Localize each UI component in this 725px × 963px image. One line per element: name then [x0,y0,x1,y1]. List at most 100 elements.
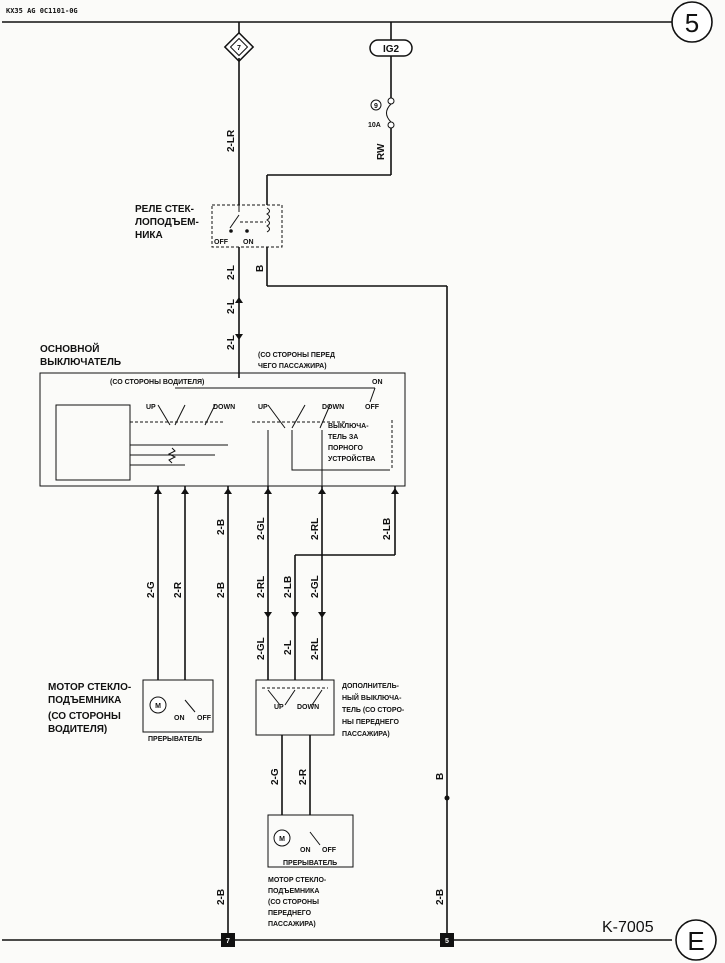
splice-point [444,795,450,801]
pass-motor-label-4: ПЕРЕДНЕГО [268,910,312,917]
sheet-number-top: 5 [685,8,699,38]
header-code: KX35 AG 0C1101-0G [6,7,78,15]
connector-arrow [264,612,272,618]
main-switch-down-2: DOWN [322,404,344,411]
wire-label-2r-b: 2-R [298,768,309,785]
relay-contact-arm [229,214,240,229]
lock-switch-label-1: ВЫКЛЮЧА- [328,423,369,430]
main-switch-up-2: UP [258,404,268,411]
wire-label-2b-b: 2-B [216,582,227,598]
connector-arrow [264,488,272,494]
ground-5-label: 5 [445,938,449,945]
main-switch-driver-side: (СО СТОРОНЫ ВОДИТЕЛЯ) [110,379,204,386]
relay-label-3: НИКА [135,230,163,241]
pass-motor-label-3: (СО СТОРОНЫ [268,899,319,906]
wire-label-2l-c: 2-L [226,335,237,350]
connector-7-label: 7 [237,45,241,52]
wire-label-2gl-a: 2-GL [256,517,267,540]
wire-label-2rl-c: 2-RL [310,638,321,660]
connector-7-diamond [223,31,255,63]
wire-label-2rl-b: 2-RL [256,576,267,598]
lock-switch-label-3: ПОРНОГО [328,445,364,452]
driver-switch-wiring [130,444,228,466]
wire-label-2lb-b: 2-LB [283,576,294,598]
connector-arrow [181,488,189,494]
connector-arrow [235,297,243,303]
diagram-code: K-7005 [602,919,654,936]
wire-label-2gl-c: 2-GL [256,637,267,660]
wire-label-2rl-a: 2-RL [310,518,321,540]
wire-label-2b-c: 2-B [216,889,227,905]
resistor [167,447,177,464]
sub-switch-box [255,679,335,736]
sheet-number-bottom: E [687,926,704,956]
relay-on-label: ON [243,239,254,246]
wire-label-2l-a: 2-L [226,265,237,280]
driver-motor-label-3: (СО СТОРОНЫ [48,711,121,722]
driver-motor-on: ON [174,715,185,722]
connector-arrow [391,488,399,494]
relay-off-label: OFF [214,239,229,246]
lock-switch-label-4: УСТРОЙСТВА [328,454,375,463]
pass-motor-label-2: ПОДЪЕМНИКА [268,888,319,895]
lock-switch-label-2: ТЕЛЬ ЗА [328,434,358,441]
wire-label-rw: RW [376,143,387,160]
connector-arrow [318,488,326,494]
wire-label-2l-b: 2-L [226,299,237,314]
main-switch-up-1: UP [146,404,156,411]
ig2-label: IG2 [383,44,400,55]
sub-switch-label-1: ДОПОЛНИТЕЛЬ- [342,683,400,690]
connector-arrow [224,488,232,494]
fuse-terminal-bottom [387,121,395,129]
connector-7-inner [229,37,249,57]
main-switch-pass-2: ЧЕГО ПАССАЖИРА) [258,363,327,370]
wire-label-2gl-b: 2-GL [310,575,321,598]
ground-7-label: 7 [226,938,230,945]
lock-switch-contact [369,387,376,403]
pass-motor-label-1: МОТОР СТЕКЛО- [268,877,327,884]
wire-label-2g-b: 2-G [270,768,281,785]
sub-switch-label-5: ПАССАЖИРА) [342,731,390,738]
wire-label-b-relay: B [255,265,266,272]
relay-on-point [245,229,249,233]
passenger-switch-wiring [267,430,390,486]
driver-motor-label-2: ПОДЪЕМНИКА [48,695,121,706]
wire-label-2b-d: 2-B [435,889,446,905]
fuse-number: 9 [374,103,378,110]
main-switch-down-1: DOWN [213,404,235,411]
passenger-switch-contacts [267,404,331,429]
main-switch-off: OFF [365,404,380,411]
wire-label-2b-a: 2-B [216,519,227,535]
fuse-number-circle [370,99,382,111]
pass-motor-label-5: ПАССАЖИРА) [268,921,316,928]
main-switch-on: ON [372,379,383,386]
driver-motor-icon [149,696,167,714]
ground-7-marker [221,933,235,947]
driver-motor-box [142,679,214,733]
connector-arrow [318,612,326,618]
connector-arrow [291,612,299,618]
main-switch-box [39,372,406,487]
driver-motor-off: OFF [197,715,212,722]
sub-switch-label-3: ТЕЛЬ (СО СТОРО- [342,707,405,714]
sub-switch-down: DOWN [297,704,319,711]
driver-motor-m: M [155,703,161,710]
pass-motor-m: M [279,836,285,843]
wire-label-2r-a: 2-R [173,581,184,598]
relay-coil [266,207,270,233]
sheet-marker-top [671,1,713,43]
fuse-element [386,103,392,123]
pass-motor-icon [273,829,291,847]
main-switch-label-1: ОСНОВНОЙ [40,342,99,355]
driver-motor-label-4: ВОДИТЕЛЯ) [48,724,107,735]
relay-label-1: РЕЛЕ СТЕК- [135,204,194,215]
driver-motor-label-1: МОТОР СТЕКЛО- [48,682,131,693]
main-switch-pass-1: (СО СТОРОНЫ ПЕРЕД [258,352,335,359]
sheet-marker-bottom [675,919,717,961]
sub-switch-up: UP [274,704,284,711]
wire-label-2g-a: 2-G [146,581,157,598]
fuse-amperage: 10A [368,122,381,129]
ground-5-marker [440,933,454,947]
